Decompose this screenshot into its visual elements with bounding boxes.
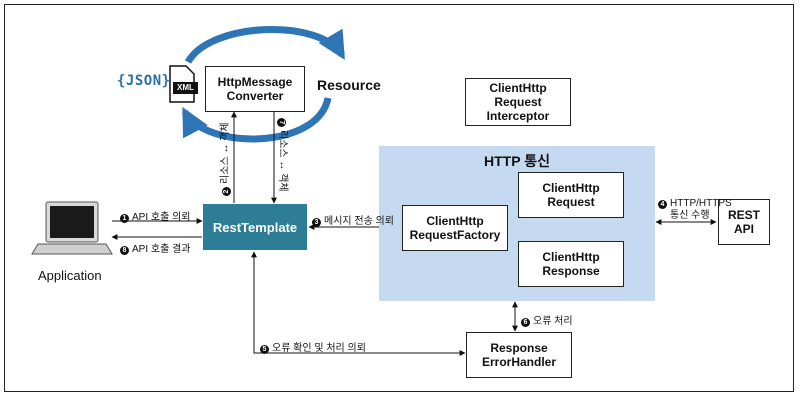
step-2-text: 리소스 ↔ 객체 (220, 122, 231, 184)
step-7-number: 7 (277, 118, 286, 127)
laptop-icon (31, 201, 113, 255)
client-http-request-label: ClientHttp Request (542, 181, 600, 209)
client-http-response-label: ClientHttp Response (542, 250, 600, 278)
step-6-text: 오류 처리 (533, 316, 573, 327)
step-4-text: HTTP/HTTPS (670, 198, 732, 209)
client-http-request-factory-label: ClientHttp RequestFactory (409, 214, 501, 242)
json-logo: {JSON} (117, 73, 171, 89)
application-label: Application (38, 268, 102, 283)
resource-label: Resource (317, 77, 381, 93)
step-2-label: 2 리소스 ↔ 객체 (216, 122, 231, 196)
http-message-converter-label: HttpMessage Converter (217, 75, 293, 103)
step-5-text: 오류 확인 및 처리 의뢰 (272, 343, 366, 354)
cycle-arrow-bottom (181, 97, 332, 143)
response-error-handler-label: Response ErrorHandler (481, 341, 557, 369)
client-http-request-factory-box: ClientHttp RequestFactory (402, 205, 508, 251)
rest-api-box: REST API (718, 199, 770, 245)
step-7-text: 리소스 ↔ 객체 (277, 130, 288, 192)
client-http-request-box: ClientHttp Request (518, 172, 624, 218)
step-8-text: API 호출 결과 (132, 244, 191, 255)
step-4-text-line2: 통신 수행 (670, 210, 710, 221)
client-http-response-box: ClientHttp Response (518, 241, 624, 287)
diagram-frame (4, 4, 794, 392)
xml-file-icon (169, 65, 198, 103)
step-3-number: 3 (312, 218, 321, 227)
client-http-request-interceptor-label: ClientHttp Request Interceptor (486, 81, 550, 123)
step-5-number: 5 (260, 345, 269, 354)
step-1-number: 1 (120, 214, 129, 223)
rest-api-label: REST API (727, 208, 760, 236)
step-8-number: 8 (120, 246, 129, 255)
client-http-request-interceptor-box: ClientHttp Request Interceptor (465, 78, 571, 126)
http-message-converter-box: HttpMessage Converter (205, 66, 305, 112)
step-6-number: 6 (521, 318, 530, 327)
xml-icon-label: XML (177, 83, 194, 92)
step-4-number: 4 (658, 200, 667, 209)
response-error-handler-box: Response ErrorHandler (466, 332, 572, 378)
step-1-text: API 호출 의뢰 (132, 212, 191, 223)
step-7-label: 7 리소스 ↔ 객체 (277, 118, 292, 192)
rest-template-box: RestTemplate (203, 204, 307, 250)
rest-template-label: RestTemplate (212, 219, 298, 235)
cycle-arrow-top (184, 25, 346, 64)
arrow-error-check (251, 251, 466, 356)
http-area-title: HTTP 통신 (484, 153, 550, 169)
step-3-text: 메시지 전송 의뢰 (324, 216, 394, 227)
step-2-number: 2 (222, 187, 231, 196)
